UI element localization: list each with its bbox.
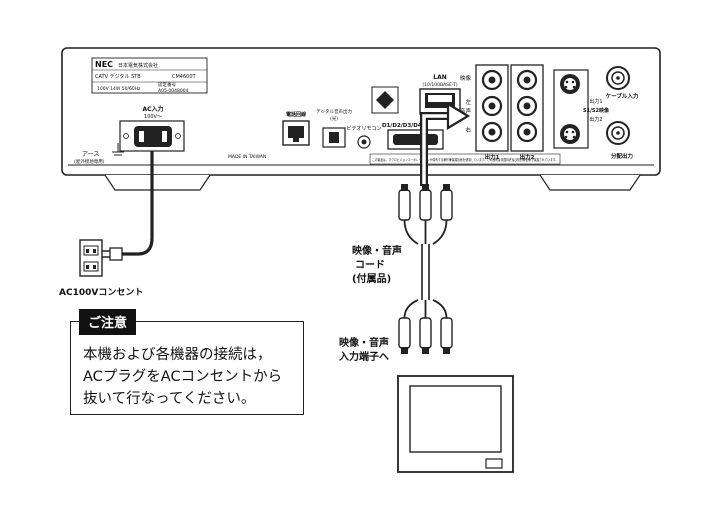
cert-label: 認定番号 (158, 81, 176, 88)
notice-strip: この製品は、マクロビジョンコーポレーションが保有する著作権保護技術を使用していま… (369, 153, 561, 165)
audio-left-label: 左 (465, 98, 471, 106)
cert-number: A05-0048004 (158, 88, 189, 94)
s-output2-label: 出力2 (589, 116, 602, 123)
av-cable (398, 184, 453, 354)
input-label-line1: 映像・音声 (339, 336, 389, 349)
s-video-ports: 出力1 S1/S2映像 出力2 (553, 69, 610, 149)
ground-sublabel: (屋外接地専用) (74, 158, 105, 165)
cord-label-line2: コード (355, 259, 385, 271)
model-number: CM4600T (172, 74, 197, 80)
video-remote-label: ビデオリモコン (346, 125, 381, 132)
digital-audio-sublabel: (光) (330, 115, 338, 122)
audio-label: 音声 (460, 107, 472, 115)
output2-label: 出力2 (520, 153, 535, 161)
ac-input-sublabel: 100V〜 (144, 114, 162, 120)
upper-plugs (398, 184, 453, 221)
cord-label-line1: 映像・音声 (352, 244, 402, 257)
connection-arrow-line (422, 114, 450, 186)
s-video-label: S1/S2映像 (583, 107, 610, 114)
input-label-line2: 入力端子へ (339, 350, 389, 363)
stb-foot-left (104, 174, 211, 191)
arrow-head (446, 102, 471, 130)
output1-label: 出力1 (485, 153, 500, 161)
d-terminal-label: D1/D2/D3/D4 (382, 123, 422, 129)
caution-box: ご注意 本機および各機器の接続は， ACプラグをACコンセントから 抜いて行なっ… (70, 309, 304, 415)
tv-set (397, 375, 514, 473)
stb-foot-right (539, 174, 641, 191)
vent (371, 86, 399, 114)
split-out-label: 分配出力 (611, 152, 634, 160)
lan-label: LAN (433, 74, 447, 81)
power-spec: 100V 14W 50/60Hz (97, 86, 141, 92)
digital-audio-label: デジタル音声出力 (316, 108, 352, 115)
outlet-label: AC100Vコンセント (59, 287, 143, 298)
cable-in-label: ケーブル入力 (606, 92, 639, 100)
product-name: CATV デジタル STB (95, 73, 141, 80)
lower-plugs (398, 317, 453, 354)
ac-input-label: AC入力 (142, 105, 163, 113)
caution-title: ご注意 (79, 309, 137, 335)
rca-jacks (481, 69, 538, 143)
rf-ports: ケーブル入力 分配出力 (606, 66, 639, 160)
wall-outlet (79, 239, 103, 277)
telephone-jack: 電話回線 (282, 111, 310, 146)
lan-sublabel: (10/100BASE-T) (422, 82, 457, 88)
ground-terminal: アース (屋外接地専用) (74, 143, 124, 165)
cord-label-line3: (付属品) (352, 272, 391, 285)
power-cord (102, 151, 154, 261)
telephone-label: 電話回線 (286, 111, 306, 118)
audio-right-label: 右 (465, 126, 471, 134)
ground-label: アース (82, 151, 99, 158)
brand-logo: NEC (95, 60, 113, 69)
video-remote-jack: ビデオリモコン (346, 125, 382, 149)
notice-text: この製品は、マクロビジョンコーポレーションが保有する著作権保護技術を使用していま… (372, 157, 558, 162)
rating-label: NEC 日本電気株式会社 CATV デジタル STB CM4600T 100V … (91, 57, 208, 94)
caution-body: 本機および各機器の接続は， ACプラグをACコンセントから 抜いて行なってくださ… (83, 347, 283, 407)
video-label: 映像 (460, 74, 472, 82)
rca-output-block: 映像 左 音声 右 出力1 出力2 (460, 64, 544, 161)
ac-input-port: AC入力 100V〜 (119, 105, 185, 152)
maker-name: 日本電気株式会社 (118, 62, 158, 69)
made-in-label: MADE IN TAIWAN (228, 154, 266, 160)
s-output1-label: 出力1 (589, 98, 602, 105)
optical-audio-port: デジタル音声出力 (光) (316, 108, 352, 148)
